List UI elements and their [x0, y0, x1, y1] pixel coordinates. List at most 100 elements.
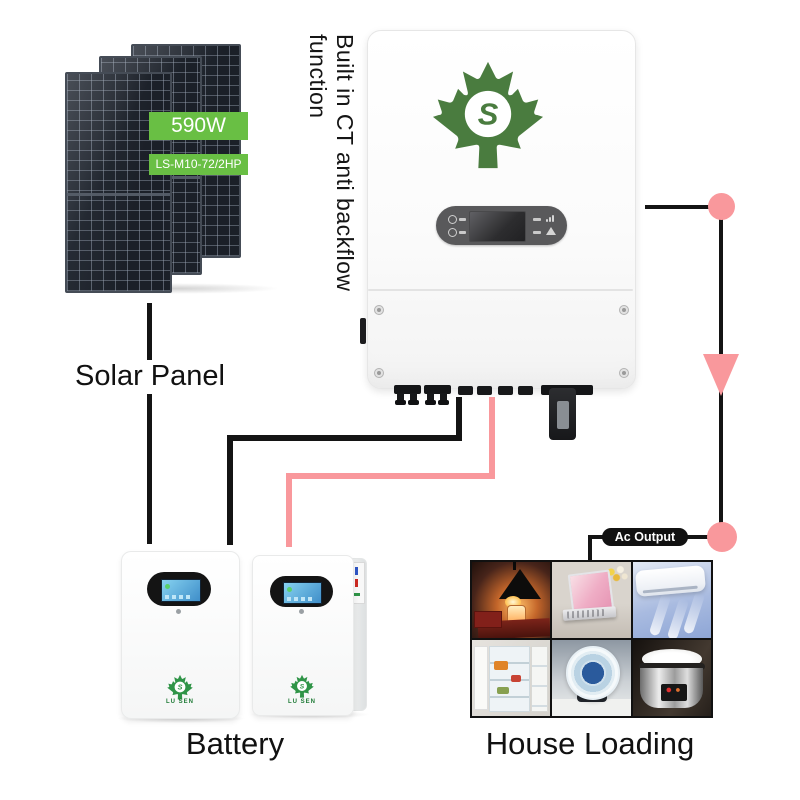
- fridge-door-left: [474, 646, 488, 711]
- mc4-connector: [408, 400, 419, 405]
- laptop-photo: [552, 562, 631, 638]
- desk-fan-photo: [552, 640, 631, 716]
- backup-led-icon: [448, 228, 457, 237]
- signal-icon: [546, 219, 548, 222]
- mc4-connector: [440, 393, 447, 401]
- signal-icon: [549, 217, 551, 222]
- lamp-cord: [512, 562, 516, 570]
- maple-leaf-logo: S: [432, 61, 544, 169]
- model-badge: LS-M10-72/2HP: [149, 154, 248, 175]
- logo-letter: S: [178, 683, 183, 691]
- logo-letter: S: [300, 683, 305, 690]
- airflow: [648, 593, 671, 637]
- cable-gland: [518, 386, 533, 395]
- pv-wire: [147, 394, 152, 544]
- mc4-connector: [438, 400, 449, 405]
- fridge-food: [511, 674, 522, 682]
- mc4-connector: [424, 385, 451, 394]
- inverter-side-tab: [360, 318, 366, 344]
- mc4-connector: [425, 400, 436, 405]
- power-badge: 590W: [149, 112, 248, 140]
- panel-label-mark: [533, 218, 541, 221]
- lcd-status-icon: [165, 584, 170, 589]
- mc4-connector: [427, 393, 434, 401]
- screw-icon: [299, 609, 304, 614]
- solar-panel-front: [65, 72, 172, 293]
- panel-label-mark: [533, 231, 541, 234]
- lcd-buttons: [287, 597, 313, 601]
- cable-gland: [498, 386, 513, 395]
- power-led-icon: [448, 215, 457, 224]
- ac-vent: [642, 585, 698, 594]
- cable-gland: [458, 386, 473, 395]
- green-indicator: [353, 593, 360, 596]
- battery-wire-pink: [286, 473, 495, 479]
- battery-wire-black: [456, 397, 462, 439]
- ac-output-wire: [588, 535, 604, 539]
- logo-letter: S: [478, 97, 499, 132]
- wifi-dongle-slot: [557, 401, 569, 429]
- screw-icon: [176, 609, 181, 614]
- ac-unit: [634, 565, 706, 597]
- mc4-connector: [395, 400, 406, 405]
- node-dot: [707, 522, 737, 552]
- cooker-control-panel: [660, 684, 687, 702]
- panel-label-mark: [459, 231, 466, 234]
- ac-output-wire: [588, 535, 592, 561]
- house-loading-label: House Loading: [485, 726, 695, 761]
- battery-wire-black: [227, 435, 462, 441]
- battery1-leaf-logo: S: [167, 674, 193, 700]
- battery-wire-black: [227, 435, 233, 545]
- inverter-display-screen: [469, 211, 526, 242]
- ac-output-wire: [645, 205, 711, 209]
- refrigerator-photo: [472, 640, 551, 716]
- battery1-lcd: [161, 579, 201, 602]
- lcd-status-icon: [287, 587, 292, 592]
- mc4-connector: [394, 385, 421, 394]
- ct-backflow-note: Built in CT anti backflow function: [305, 34, 358, 292]
- ac-output-wire: [686, 535, 708, 539]
- fan-table: [552, 699, 631, 716]
- fridge-interior: [489, 646, 531, 712]
- fault-warning-icon: [546, 227, 556, 235]
- blue-indicator: [355, 567, 358, 575]
- house-loading-grid: [470, 560, 713, 718]
- laptop-keyboard: [562, 605, 617, 621]
- screw-icon: [619, 368, 629, 378]
- ac-output-label: Ac Output: [602, 528, 688, 546]
- air-conditioner-photo: [632, 562, 711, 638]
- screw-icon: [619, 305, 629, 315]
- lamp-shade: [498, 569, 541, 599]
- solar-panel-label: Solar Panel: [75, 360, 225, 392]
- laptop-keys: [566, 608, 605, 618]
- battery-label: Battery: [185, 726, 285, 761]
- battery-wire-pink: [489, 397, 495, 477]
- fridge-food: [497, 687, 510, 695]
- node-dot: [708, 193, 735, 220]
- battery2-leaf-logo: S: [290, 674, 314, 698]
- inverter-seam: [368, 289, 633, 291]
- flow-arrow-icon: [703, 354, 739, 396]
- fridge-food: [493, 661, 508, 671]
- battery-wire-pink: [286, 473, 292, 547]
- mc4-connector: [397, 393, 404, 401]
- battery2-lcd: [283, 582, 322, 604]
- fridge-door-right: [530, 646, 549, 712]
- table-lamp-photo: [472, 562, 551, 638]
- screw-icon: [374, 368, 384, 378]
- cable-gland: [477, 386, 492, 395]
- pv-wire: [147, 303, 152, 360]
- airflow: [682, 591, 706, 635]
- screw-icon: [374, 305, 384, 315]
- lamp-box: [474, 611, 502, 628]
- battery1-brand: LU SEN: [165, 699, 194, 705]
- battery2-brand: LU SEN: [287, 699, 316, 705]
- lcd-buttons: [165, 595, 191, 599]
- red-indicator: [355, 579, 358, 587]
- panel-shadow: [68, 283, 280, 294]
- cooker-rim: [638, 662, 705, 670]
- rice-cooker-photo: [632, 640, 711, 716]
- panel-label-mark: [459, 218, 466, 221]
- signal-icon: [552, 215, 554, 222]
